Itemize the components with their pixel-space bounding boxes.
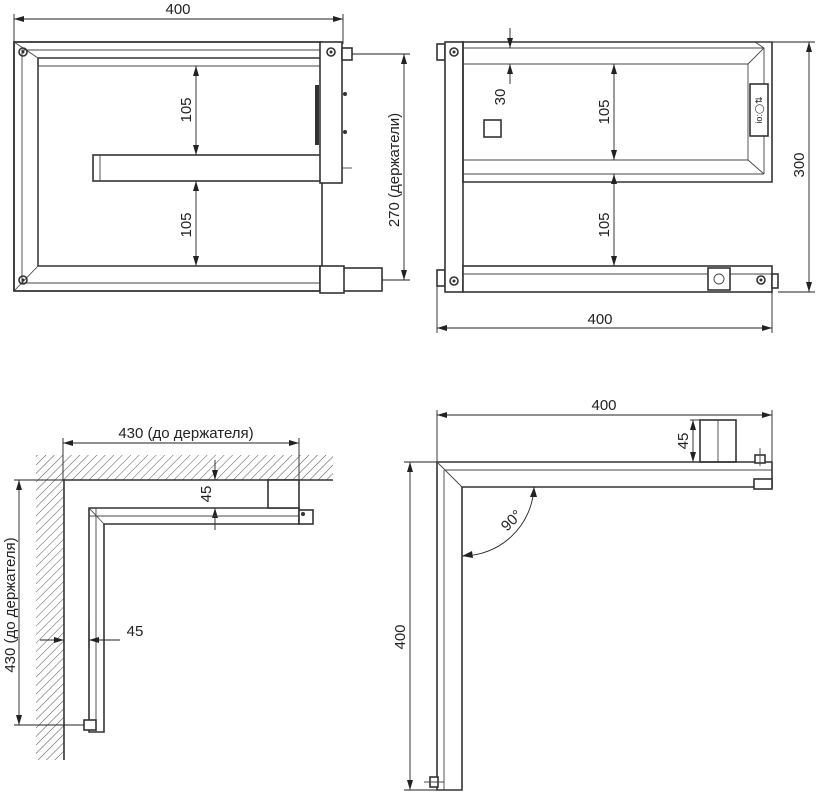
bottom-right-view: 400 45 90° [392, 397, 773, 791]
bottom-right-width-label: 400 [591, 397, 616, 414]
top-left-gap-top-dimension: 105 [178, 66, 199, 155]
bottom-left-offset-wall-label: 45 [127, 623, 144, 640]
control-panel-glyphs: io:◯⇅ [754, 96, 765, 124]
bottom-left-view: 430 (до держателя) 45 [2, 425, 333, 760]
top-left-width-label: 400 [165, 1, 190, 18]
square-marker [483, 119, 502, 138]
top-left-width-dimension: 400 [13, 1, 344, 44]
top-right-gap-top-dimension: 105 [596, 64, 617, 160]
screw-icon [756, 275, 766, 285]
bottom-left-vertical-label: 430 (до держателя) [2, 537, 19, 672]
top-left-frame [13, 41, 383, 294]
top-left-holder-height-label: 270 (держатели) [386, 113, 403, 227]
bottom-right-height-dimension: 400 [392, 461, 437, 791]
bottom-right-angle-label: 90° [498, 507, 526, 535]
bottom-right-height-label: 400 [392, 624, 409, 649]
knob-icon [707, 267, 731, 291]
bottom-right-rail [424, 419, 773, 791]
top-right-width-dimension: 400 [436, 286, 773, 333]
top-right-gap-bottom-label: 105 [596, 212, 613, 237]
top-left-gap-top-label: 105 [178, 97, 195, 122]
bottom-left-offset-top-dimension: 45 [198, 460, 218, 530]
screw-icon [449, 276, 459, 286]
bottom-right-angle-dimension: 90° [461, 486, 537, 558]
top-left-right-holder [319, 41, 343, 184]
bottom-right-holder-label: 45 [675, 433, 692, 450]
top-right-height-label: 300 [791, 152, 808, 177]
top-right-square-label: 30 [492, 89, 509, 106]
screw-icon [18, 275, 28, 285]
screw-icon [326, 47, 336, 57]
screw-icon [18, 47, 28, 57]
bottom-right-holder-dimension: 45 [675, 419, 700, 463]
top-left-gap-bottom-label: 105 [178, 212, 195, 237]
top-left-middle-bar [92, 154, 323, 182]
bottom-left-horizontal-label: 430 (до держателя) [118, 425, 253, 442]
top-right-height-dimension: 300 [772, 41, 815, 293]
top-left-holder-height-dimension: 270 (держатели) [352, 53, 410, 281]
top-right-square-dimension: 30 [492, 28, 513, 105]
top-right-frame: io:◯⇅ [436, 41, 779, 293]
top-left-bottom-holder [319, 265, 345, 294]
bottom-left-rail [64, 479, 314, 733]
bottom-left-offset-top-label: 45 [198, 486, 215, 503]
top-right-gap-bottom-dimension: 105 [596, 174, 617, 266]
control-panel [749, 83, 769, 137]
top-left-gap-bottom-dimension: 105 [178, 181, 199, 266]
top-right-width-label: 400 [587, 311, 612, 328]
bottom-left-horizontal-dimension: 430 (до держателя) [62, 425, 300, 515]
screw-icon [449, 47, 459, 57]
top-right-view: io:◯⇅ 30 105 [436, 28, 815, 333]
bottom-left-offset-wall-dimension: 45 [40, 620, 143, 648]
bottom-right-width-dimension: 400 [436, 397, 773, 462]
top-left-view: 400 [13, 1, 410, 294]
top-right-gap-top-label: 105 [596, 99, 613, 124]
bottom-left-vertical-dimension: 430 (до держателя) [2, 479, 84, 726]
